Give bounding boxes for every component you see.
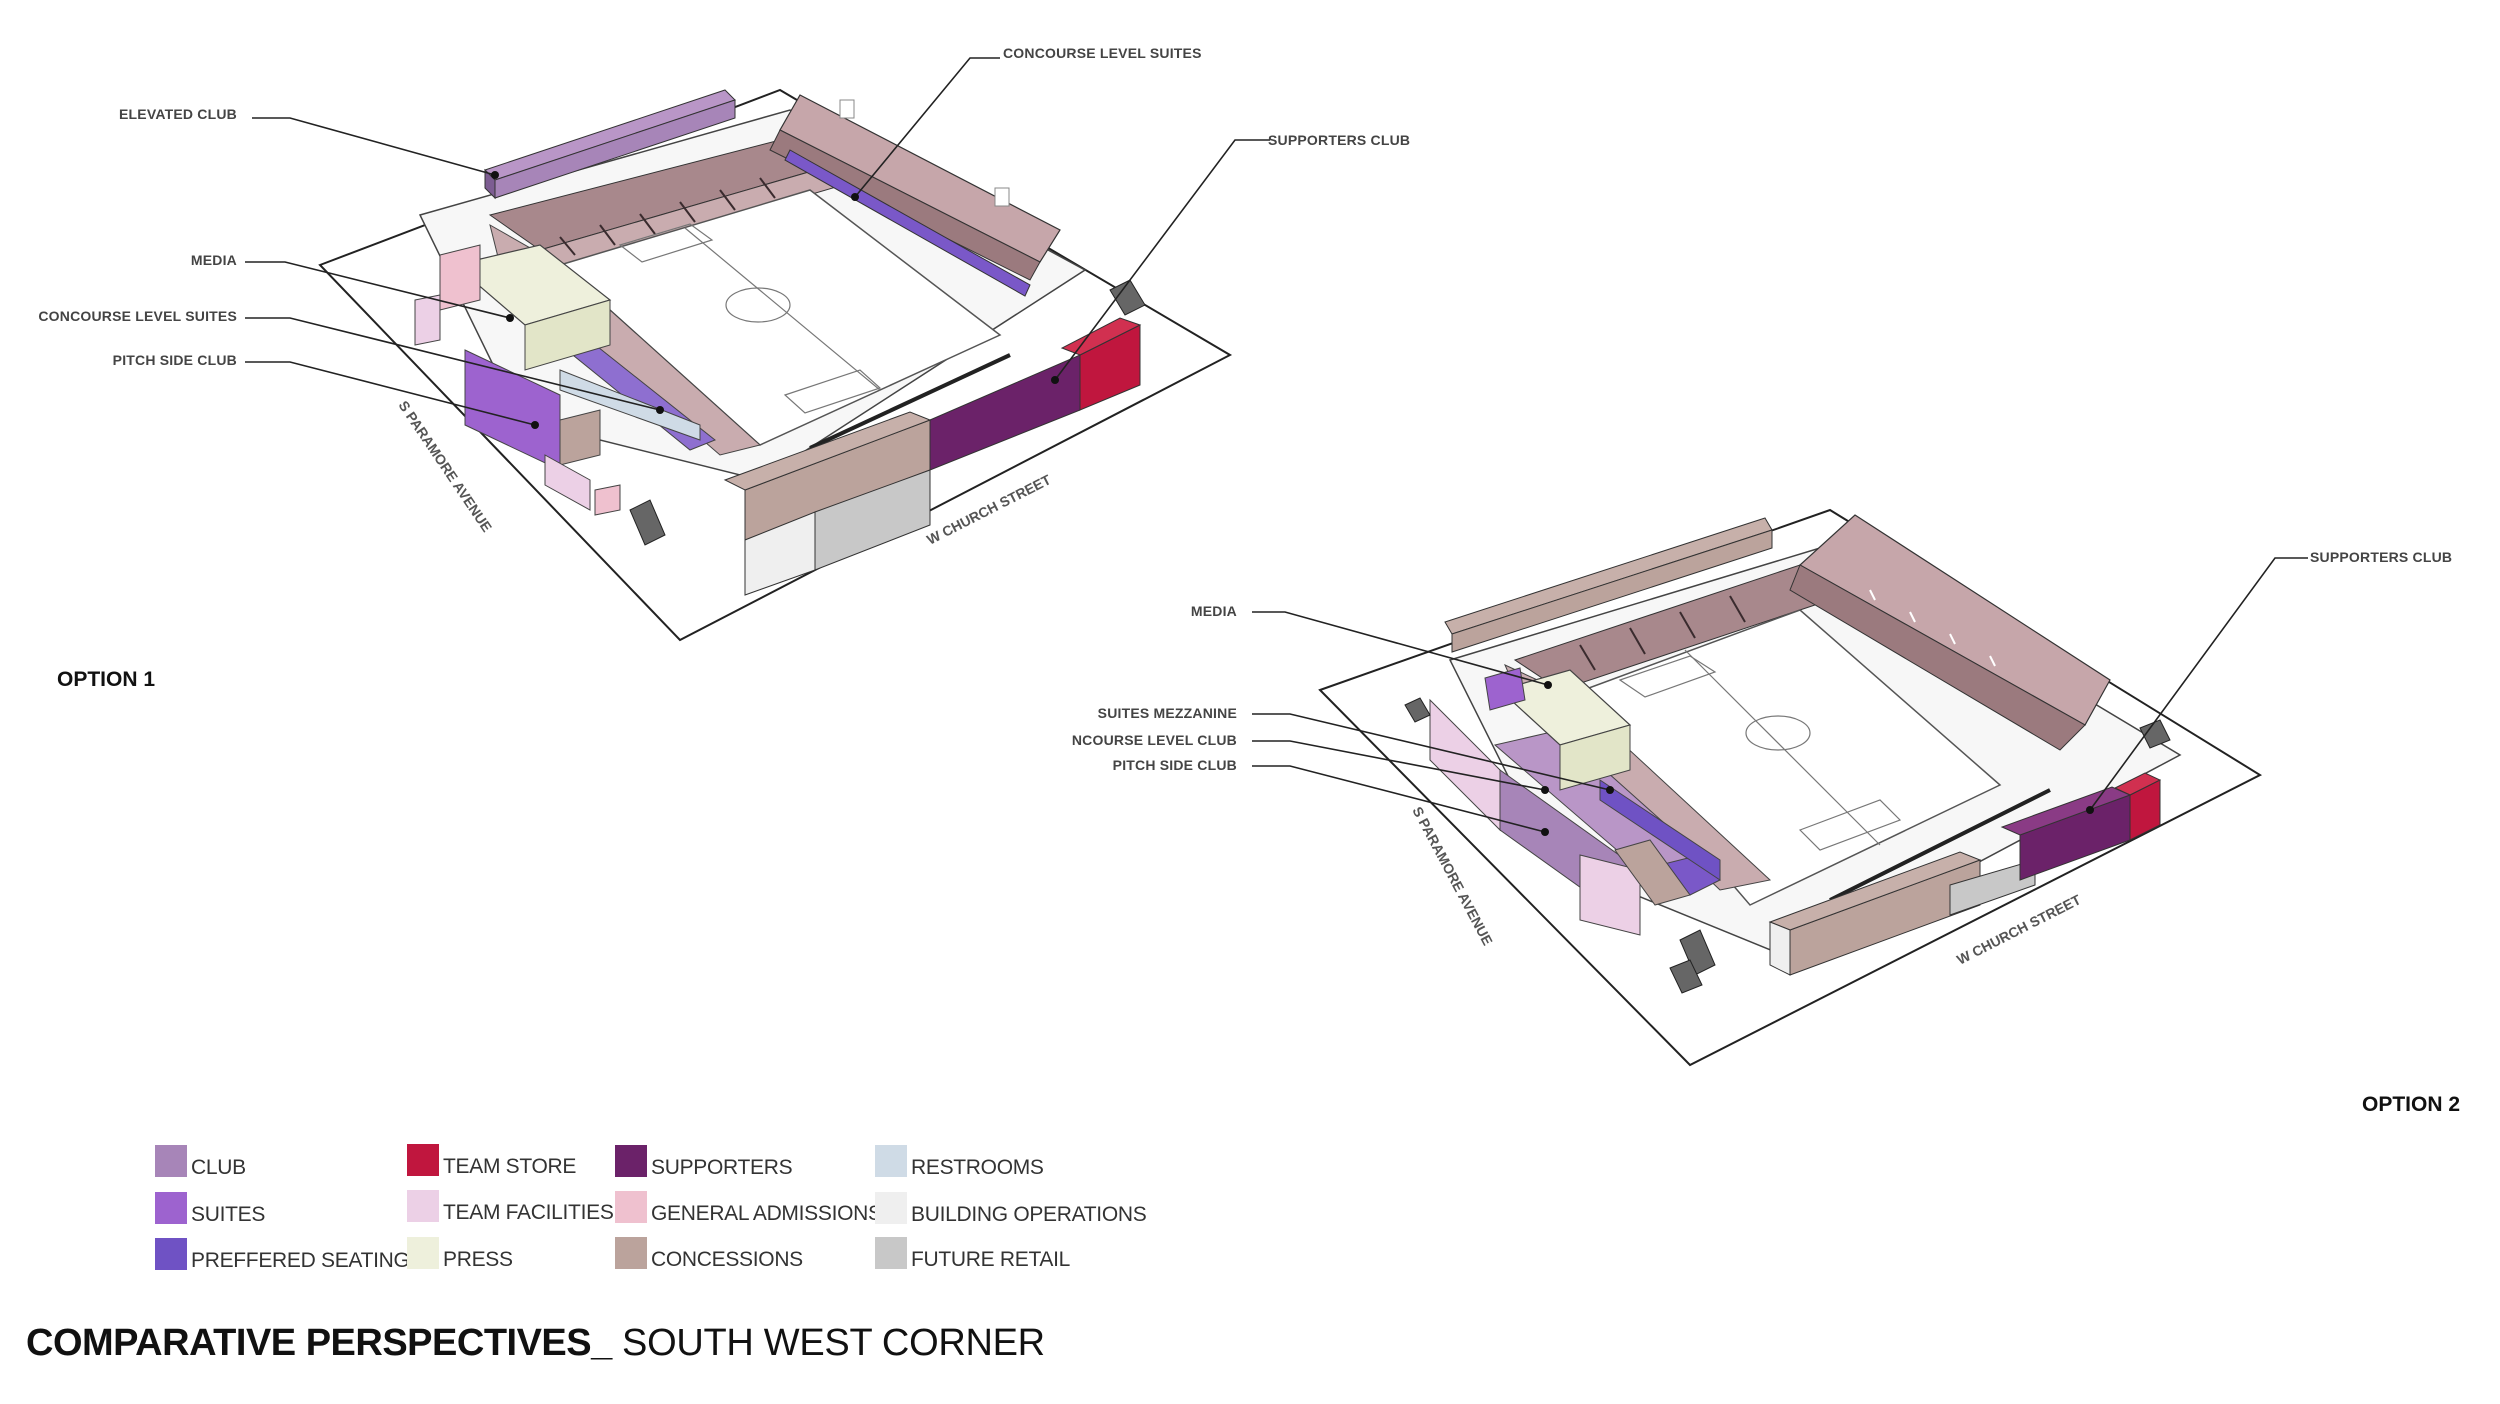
legend-label-building-operations: BUILDING OPERATIONS [911, 1203, 1147, 1226]
legend-item-team-facilities: TEAM FACILITIES [407, 1190, 614, 1224]
callout-supporters-club: SUPPORTERS CLUB [1268, 132, 1410, 148]
legend-item-press: PRESS [407, 1237, 513, 1271]
legend-swatch-supporters [615, 1145, 647, 1177]
legend-swatch-preffered-seating [155, 1238, 187, 1270]
callout-pitch-side-club-2: PITCH SIDE CLUB [1113, 757, 1237, 773]
callout-suites-mezzanine: SUITES MEZZANINE [1098, 705, 1237, 721]
legend-label-team-store: TEAM STORE [443, 1155, 577, 1178]
callout-supporters-club-2: SUPPORTERS CLUB [2310, 549, 2452, 565]
option1-label: OPTION 1 [57, 668, 156, 691]
callout-elevated-club: ELEVATED CLUB [119, 106, 237, 122]
callout-concourse-level-club: NCOURSE LEVEL CLUB [1072, 732, 1237, 748]
legend-swatch-team-facilities [407, 1190, 439, 1222]
legend-label-future-retail: FUTURE RETAIL [911, 1248, 1071, 1271]
legend-item-general-admissions: GENERAL ADMISSIONS [615, 1191, 882, 1225]
option2-label: OPTION 2 [2362, 1093, 2461, 1116]
legend-swatch-team-store [407, 1144, 439, 1176]
page-title: COMPARATIVE PERSPECTIVES_ SOUTH WEST COR… [26, 1322, 1045, 1365]
callout-concourse-level-suites: CONCOURSE LEVEL SUITES [38, 308, 237, 324]
legend-item-building-operations: BUILDING OPERATIONS [875, 1192, 1147, 1226]
legend-item-suites: SUITES [155, 1192, 266, 1226]
legend-label-general-admissions: GENERAL ADMISSIONS [651, 1202, 882, 1225]
legend-item-restrooms: RESTROOMS [875, 1145, 1044, 1179]
option1-leaders [245, 57, 1270, 426]
legend-item-supporters: SUPPORTERS [615, 1145, 793, 1179]
callout-media-2: MEDIA [1191, 603, 1237, 619]
legend-swatch-club [155, 1145, 187, 1177]
option2-callouts: SUPPORTERS CLUB MEDIA SUITES MEZZANINE N… [1072, 549, 2452, 773]
legend-label-press: PRESS [443, 1248, 513, 1271]
option1-leader-dots [491, 171, 1059, 429]
legend-item-club: CLUB [155, 1145, 246, 1179]
callout-concourse-level-suites-top: CONCOURSE LEVEL SUITES [1003, 45, 1202, 61]
legend-label-supporters: SUPPORTERS [651, 1156, 793, 1179]
legend-swatch-general-admissions [615, 1191, 647, 1223]
legend-label-restrooms: RESTROOMS [911, 1156, 1044, 1179]
title-light: SOUTH WEST CORNER [611, 1322, 1045, 1364]
legend-item-preffered-seating: PREFFERED SEATING [155, 1238, 410, 1272]
title-bold: COMPARATIVE PERSPECTIVES_ [26, 1322, 612, 1364]
legend-label-suites: SUITES [191, 1203, 266, 1226]
legend-swatch-press [407, 1237, 439, 1269]
option2-leaders [1252, 557, 2308, 833]
legend-swatch-building-operations [875, 1192, 907, 1224]
option2-leader-dots [1541, 681, 2094, 836]
legend-label-concessions: CONCESSIONS [651, 1248, 803, 1271]
legend-label-team-facilities: TEAM FACILITIES [443, 1201, 614, 1224]
legend-label-preffered-seating: PREFFERED SEATING [191, 1249, 410, 1272]
option1-stadium [318, 88, 1233, 642]
option1-callouts: ELEVATED CLUB CONCOURSE LEVEL SUITES SUP… [38, 45, 1410, 368]
legend-swatch-concessions [615, 1237, 647, 1269]
legend-item-future-retail: FUTURE RETAIL [875, 1237, 1071, 1271]
legend-swatch-suites [155, 1192, 187, 1224]
legend-swatch-restrooms [875, 1145, 907, 1177]
legend-label-club: CLUB [191, 1156, 246, 1179]
legend-item-concessions: CONCESSIONS [615, 1237, 803, 1271]
legend-swatch-future-retail [875, 1237, 907, 1269]
option2-stadium [1318, 508, 2263, 1067]
legend-item-team-store: TEAM STORE [407, 1144, 577, 1178]
callout-media: MEDIA [191, 252, 237, 268]
callout-pitch-side-club: PITCH SIDE CLUB [113, 352, 237, 368]
